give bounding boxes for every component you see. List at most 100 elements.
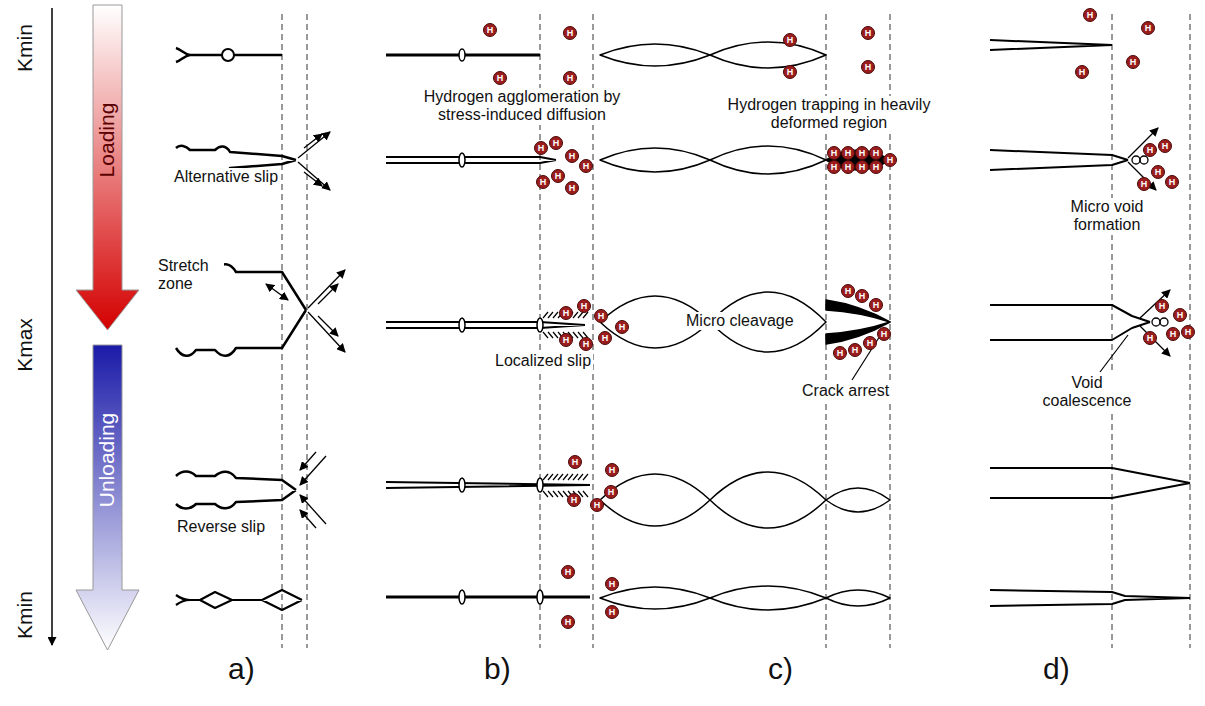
hydrogen-atom: H [579, 337, 593, 351]
loading-arrow [76, 5, 139, 330]
hydrogen-atom: H [590, 498, 604, 512]
slip-hatching [548, 491, 553, 497]
slip-arrow [308, 270, 345, 308]
hydrogen-atom: H [604, 485, 618, 499]
hydrogen-atom: H [783, 65, 797, 79]
hydrogen-atom: H [1151, 165, 1165, 179]
slip-hatching [553, 491, 558, 497]
hydrogen-atom: H [855, 146, 869, 160]
slip-hatching [583, 474, 588, 480]
hydrogen-atom: H [1143, 331, 1157, 345]
micro-void [1152, 318, 1160, 326]
crack-profile [990, 305, 1150, 340]
annotation: Alternative slip [172, 168, 280, 186]
guide-line [1112, 14, 1113, 648]
slip-hatching [553, 312, 558, 318]
crack-striation [459, 153, 465, 167]
hydrogen-atom: H [869, 160, 883, 174]
hydrogen-atom: H [861, 26, 875, 40]
hydrogen-atom: H [841, 146, 855, 160]
hydrogen-atom: H [1075, 65, 1089, 79]
hydrogen-atom: H [605, 577, 619, 591]
unloading-arrow [76, 345, 139, 650]
hydrogen-atom: H [783, 33, 797, 47]
annotation: Stretch zone [156, 257, 224, 294]
hydrogen-atom: H [551, 169, 565, 183]
slip-arrow [1140, 290, 1170, 318]
crack-profile [176, 472, 296, 509]
hydrogen-atom: H [1158, 139, 1172, 153]
crack-striation [459, 590, 465, 604]
hydrogen-atom: H [563, 26, 577, 40]
annotation: Micro void formation [1045, 198, 1169, 235]
slip-arrow [298, 162, 330, 190]
hydrogen-atom: H [565, 181, 579, 195]
crack-striation [537, 478, 543, 492]
hydrogen-atom: H [568, 455, 582, 469]
slip-arrow [300, 452, 316, 470]
slip-arrow [300, 495, 326, 524]
slip-arrow [304, 134, 322, 148]
crack-striation [459, 478, 465, 492]
slip-arrow [308, 312, 345, 352]
hydrogen-atom: H [841, 284, 855, 298]
hydrogen-atom: H [493, 71, 507, 85]
guide-line [282, 14, 283, 648]
slip-arrow [266, 284, 288, 300]
hydrogen-atom: H [1143, 143, 1157, 157]
hydrogen-atom: H [549, 136, 563, 150]
hydrogen-atom: H [594, 309, 608, 323]
crack-lens [826, 488, 890, 512]
leader-line [1100, 335, 1128, 372]
slip-hatching [543, 491, 548, 497]
hydrogen-atom: H [869, 298, 883, 312]
hydrogen-atom: H [855, 289, 869, 303]
slip-hatching [553, 474, 558, 480]
hydrogen-atom: H [1173, 308, 1187, 322]
annotation: Void coalescence [1035, 374, 1139, 411]
hydrogen-atom: H [841, 160, 855, 174]
slip-arrow [1128, 128, 1158, 158]
axis-label: Kmax [13, 318, 37, 372]
crack-lens [600, 474, 710, 526]
crack-profile [386, 157, 556, 163]
hydrogen-atom: H [605, 605, 619, 619]
hydrogen-atom: H [1181, 325, 1195, 339]
hydrogen-atom: H [565, 149, 579, 163]
hydrogen-atom: H [861, 60, 875, 74]
slip-hatching [558, 474, 563, 480]
cleavage-wedge [826, 322, 890, 344]
crack-lens [600, 148, 710, 172]
panel-label: d) [1043, 652, 1070, 687]
crack-striation [537, 590, 543, 604]
slip-arrow [318, 284, 338, 304]
hydrogen-atom: H [1137, 177, 1151, 191]
crack-profile [176, 48, 282, 62]
micro-void [1140, 156, 1148, 164]
hydrogen-atom: H [1166, 327, 1180, 341]
crack-profile [386, 596, 590, 599]
panel-label: c) [768, 652, 793, 687]
annotation: Crack arrest [800, 382, 891, 400]
hydrogen-atom: H [559, 333, 573, 347]
phase-label: Unloading [95, 413, 119, 508]
hydrogen-atom: H [598, 331, 612, 345]
slip-hatching [573, 332, 578, 338]
slip-hatching [543, 312, 548, 318]
hydrogen-atom: H [561, 615, 575, 629]
annotation: Reverse slip [175, 518, 267, 536]
slip-hatching [548, 474, 553, 480]
crack-profile [990, 468, 1190, 498]
slip-hatching [558, 491, 563, 497]
axis-label: Kmin [13, 591, 37, 639]
hydrogen-atom: H [615, 320, 629, 334]
slip-hatching [553, 332, 558, 338]
crack-striation [222, 49, 234, 61]
slip-hatching [573, 474, 578, 480]
hydrogen-atom: H [561, 565, 575, 579]
hydrogen-atom: H [1141, 21, 1155, 35]
slip-hatching [543, 332, 548, 338]
slip-hatching [578, 474, 583, 480]
